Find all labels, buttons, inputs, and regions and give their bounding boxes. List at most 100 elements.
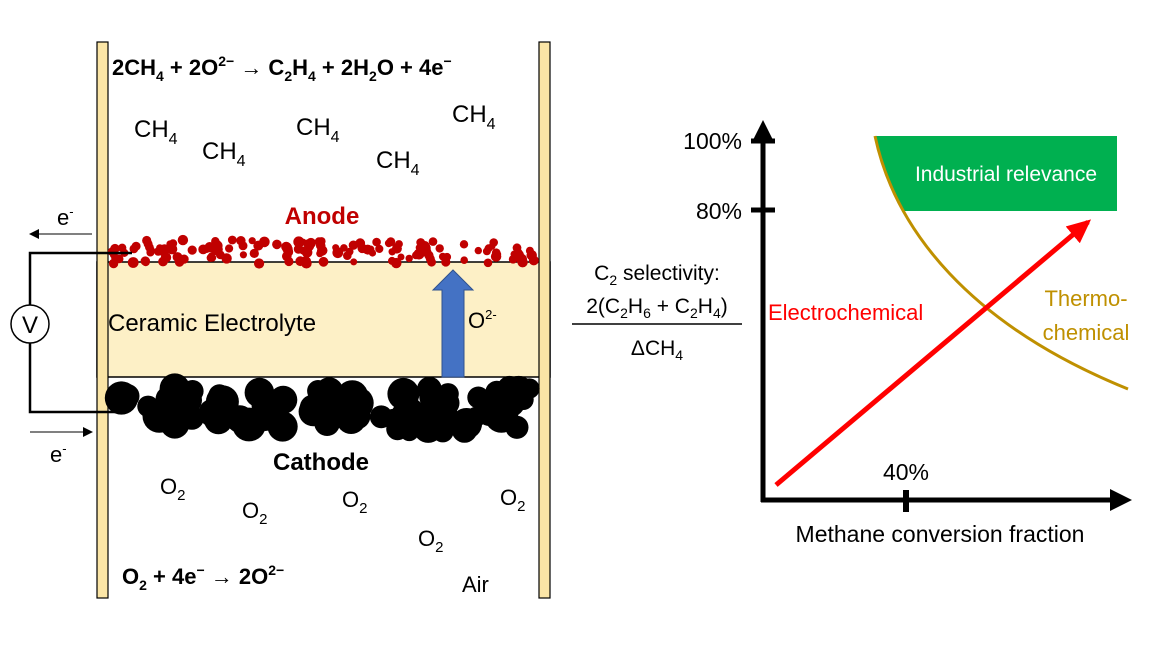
cathode-particle bbox=[148, 408, 173, 433]
anode-particle bbox=[368, 249, 377, 257]
anode-particle bbox=[225, 244, 234, 253]
circuit-wire-bottom bbox=[28, 343, 125, 414]
anode-particle bbox=[415, 244, 423, 252]
oxide-ion-arrow bbox=[431, 269, 475, 378]
air-label: Air bbox=[462, 572, 489, 597]
anode-particle bbox=[397, 253, 405, 261]
anode-particle bbox=[459, 240, 469, 249]
circuit-wire-top bbox=[28, 251, 132, 305]
methane-molecule: CH4 bbox=[296, 114, 340, 146]
methane-molecule: CH4 bbox=[202, 138, 246, 170]
anode-particle bbox=[489, 238, 499, 247]
anode-particle bbox=[428, 237, 438, 246]
cathode-particle bbox=[104, 381, 138, 415]
cathode-particles bbox=[104, 373, 540, 443]
x-axis-arrowhead bbox=[1110, 489, 1132, 511]
anode-particle bbox=[238, 241, 248, 251]
cathode-label: Cathode bbox=[273, 449, 369, 476]
anode-particle bbox=[405, 254, 413, 263]
anode-particle bbox=[179, 254, 189, 264]
anode-particle bbox=[318, 256, 329, 267]
cathode-particle bbox=[251, 391, 281, 421]
anode-particle bbox=[254, 258, 265, 269]
ytick-label-100: 100% bbox=[683, 128, 742, 154]
oxygen-molecule: O2 bbox=[160, 474, 185, 504]
anode-particle bbox=[187, 245, 197, 255]
cathode-particle bbox=[484, 399, 519, 433]
anode-particle bbox=[435, 244, 444, 253]
anode-particle bbox=[146, 248, 155, 257]
oxygen-molecule: O2 bbox=[242, 498, 267, 528]
cathode-particle bbox=[467, 386, 490, 409]
cathode-particle bbox=[208, 384, 231, 407]
anode-particle bbox=[343, 251, 352, 260]
anode-particle bbox=[391, 257, 402, 269]
cathode-particle bbox=[387, 377, 420, 410]
electrolyte-label: Ceramic Electrolyte bbox=[108, 310, 316, 337]
anode-particle bbox=[168, 239, 178, 248]
anode-particle bbox=[272, 239, 282, 250]
anode-particle bbox=[348, 240, 359, 250]
anode-particle bbox=[357, 243, 368, 254]
anode-particle bbox=[239, 251, 247, 259]
methane-molecule: CH4 bbox=[134, 116, 178, 148]
anode-particle bbox=[282, 244, 293, 255]
anode-particle bbox=[304, 240, 315, 252]
electron-label-top: e- bbox=[57, 204, 74, 230]
cathode-particle bbox=[395, 406, 426, 438]
anode-particle bbox=[284, 256, 294, 267]
anode-particle bbox=[391, 243, 402, 254]
cathode-particle bbox=[417, 376, 442, 402]
y-axis-label-title: C2 selectivity: bbox=[594, 262, 720, 288]
cathode-particle bbox=[267, 411, 298, 442]
left-wall bbox=[96, 41, 109, 599]
anode-reaction: 2CH4 + 2O2− → C2H4 + 2H2O + 4e− bbox=[112, 53, 452, 84]
cathode-particle bbox=[450, 408, 483, 440]
anode-particle bbox=[177, 234, 189, 246]
right-wall bbox=[538, 41, 551, 599]
electrochemical-cell: V e- e- O2- Ceramic Electrolyte Anode Ca… bbox=[10, 41, 551, 599]
cathode-particle bbox=[226, 405, 254, 433]
anode-particle bbox=[141, 258, 150, 267]
cathode-particle bbox=[163, 386, 192, 416]
anode-particle bbox=[516, 253, 527, 265]
anode-particle bbox=[131, 241, 141, 251]
oxygen-molecule: O2 bbox=[418, 526, 443, 556]
thermochemical-label-line1: Thermo- bbox=[1044, 286, 1127, 311]
anode-particle bbox=[460, 256, 469, 265]
anode-particle bbox=[204, 242, 214, 252]
anode-particle bbox=[293, 236, 305, 248]
industrial-relevance-region bbox=[875, 136, 1117, 211]
anode-label: Anode bbox=[285, 203, 360, 230]
anode-particle bbox=[127, 257, 139, 268]
anode-particle bbox=[248, 237, 256, 245]
anode-particle bbox=[483, 258, 493, 268]
electrochemical-label: Electrochemical bbox=[768, 300, 923, 325]
y-axis-label-denominator: ΔCH4 bbox=[631, 337, 683, 363]
electrochemical-arrow bbox=[774, 219, 1092, 487]
oxygen-molecule: O2 bbox=[342, 487, 367, 517]
ceramic-electrolyte bbox=[96, 261, 551, 378]
electron-label-bottom: e- bbox=[50, 441, 67, 467]
anode-particle bbox=[332, 247, 344, 259]
anode-particle bbox=[427, 257, 436, 267]
oxygen-molecule: O2 bbox=[500, 485, 525, 515]
methane-molecule: CH4 bbox=[452, 101, 496, 133]
thermochemical-curve bbox=[873, 135, 1129, 391]
cathode-particle bbox=[314, 410, 340, 436]
y-axis-arrowhead bbox=[752, 120, 774, 142]
anode-particle bbox=[372, 237, 381, 247]
anode-particle bbox=[253, 240, 264, 251]
anode-particle bbox=[156, 244, 164, 252]
ytick-label-80: 80% bbox=[696, 198, 742, 224]
y-axis-label-numerator: 2(C2H6 + C2H4) bbox=[586, 295, 727, 321]
cathode-particle bbox=[369, 405, 393, 429]
xtick-label-40: 40% bbox=[883, 459, 929, 485]
anode-particle bbox=[318, 246, 328, 256]
thermochemical-label-line2: chemical bbox=[1043, 320, 1130, 345]
anode-particle bbox=[422, 248, 432, 258]
anode-particle bbox=[490, 251, 502, 262]
anode-particle bbox=[295, 256, 306, 267]
cathode-particle bbox=[336, 380, 369, 412]
